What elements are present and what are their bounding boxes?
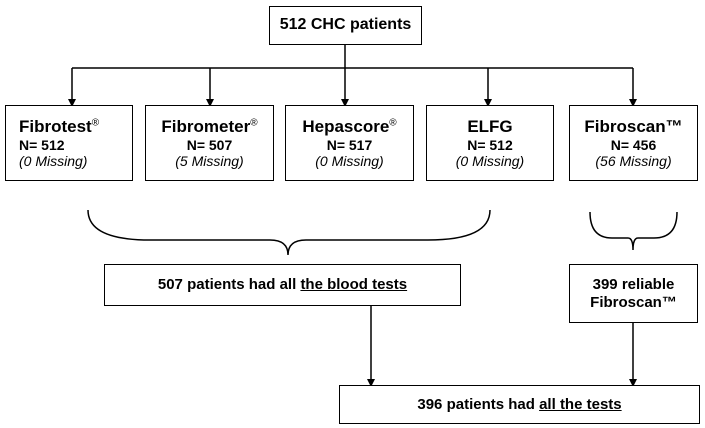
test-missing: (0 Missing) (455, 153, 525, 170)
test-box-hepascore: Hepascore® N= 517 (0 Missing) (285, 105, 414, 181)
test-missing: (0 Missing) (315, 153, 384, 170)
test-name: Fibrotest® (19, 116, 100, 136)
test-n: N= 517 (326, 137, 373, 154)
reliable-line-2: Fibroscan™ (590, 293, 677, 311)
test-n: N= 512 (467, 137, 513, 154)
blood-tests-brace (87, 209, 491, 256)
test-n: N= 507 (186, 137, 233, 154)
top-box-text: 512 CHC patients (279, 16, 412, 34)
top-box: 512 CHC patients (269, 6, 422, 45)
reliable-line-1: 399 reliable (592, 276, 675, 294)
test-missing: (5 Missing) (175, 153, 244, 170)
test-missing: (56 Missing) (595, 153, 672, 170)
test-box-fibrotest: Fibrotest® N= 512 (0 Missing) (5, 105, 133, 181)
test-name: Fibrometer® (161, 116, 258, 136)
test-n: N= 456 (610, 137, 657, 154)
test-missing: (0 Missing) (19, 153, 88, 170)
final-box: 396 patients had all the tests (339, 385, 700, 424)
test-n: N= 512 (19, 137, 65, 154)
fibroscan-brace (589, 211, 678, 251)
final-text: 396 patients had all the tests (417, 395, 622, 413)
test-name: ELFG (467, 116, 513, 136)
blood-tests-text: 507 patients had all the blood tests (157, 276, 408, 294)
test-box-fibrometer: Fibrometer® N= 507 (5 Missing) (145, 105, 274, 181)
test-name: Hepascore® (302, 116, 397, 136)
blood-tests-box: 507 patients had all the blood tests (104, 264, 461, 306)
test-box-fibroscan: Fibroscan™ N= 456 (56 Missing) (569, 105, 698, 181)
test-box-elfg: ELFG N= 512 (0 Missing) (426, 105, 554, 181)
test-name: Fibroscan™ (584, 116, 683, 136)
reliable-fibroscan-box: 399 reliable Fibroscan™ (569, 264, 698, 323)
